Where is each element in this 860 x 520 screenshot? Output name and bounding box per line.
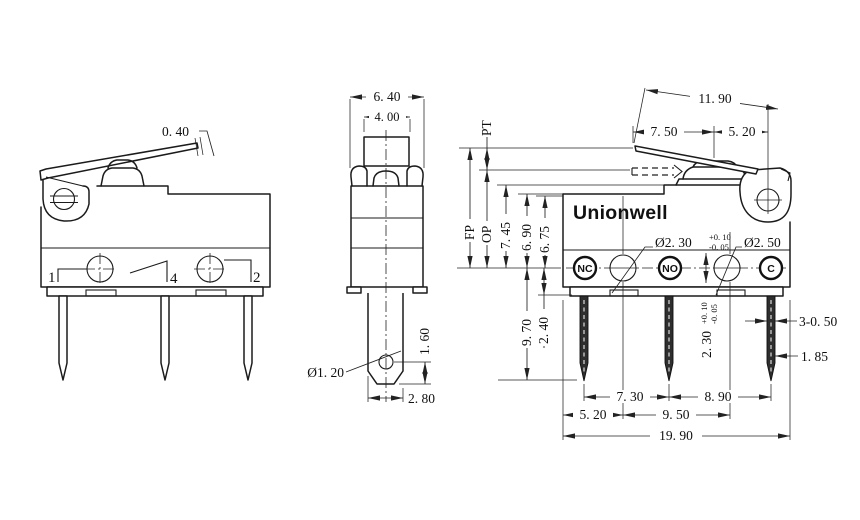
brand-logo: Unionwell: [573, 202, 668, 224]
dim-foot-width: 2. 80: [367, 376, 435, 406]
dim-hole-offset-label: 1. 60: [417, 328, 432, 355]
left-base-tab-2: [195, 289, 227, 297]
front-foot-right: [412, 286, 428, 294]
dim-hole-offset: 1. 60: [394, 320, 432, 385]
dim-h745-label: 7. 45: [498, 222, 513, 249]
dim-pin-tip: 1. 85: [775, 349, 828, 364]
left-hinge-boss: [42, 174, 90, 222]
callout-hole-large: Ø2. 50: [715, 235, 781, 296]
left-boss-top-edge: [45, 176, 84, 187]
dim-lever-width-label: 4. 00: [375, 110, 400, 124]
dim-op-label: OP: [479, 226, 494, 243]
dim-left-stack: FP PT OP 7. 45 6. 90 6. 75: [457, 116, 664, 381]
dim-slot-tol-minus: -0. 05: [709, 304, 719, 324]
left-plunger-base: [100, 167, 145, 187]
dim-width: 6. 40: [349, 89, 425, 168]
front-clip-right-wing: [406, 165, 424, 187]
dim-pin-tip-label: 1. 85: [801, 349, 828, 364]
left-side-view: 0. 40 1 4 2: [39, 124, 271, 381]
dim-overall-label: 19. 90: [659, 428, 693, 443]
left-lever: [39, 142, 199, 181]
dim-hole-dia: Ø1. 20: [307, 350, 402, 380]
left-pin-1: [58, 295, 68, 381]
terminal-c-label: C: [767, 263, 775, 275]
terminal-nc-circle: [572, 255, 598, 281]
right-side-view: Unionwell NC NO C: [457, 87, 837, 443]
dim-slot-label: 2. 30: [699, 331, 714, 358]
dim-foot-width-label: 2. 80: [408, 391, 435, 406]
pin-label-4: 4: [170, 271, 178, 287]
front-mount-pin: [367, 293, 404, 385]
dim-lever-thickness-label: 0. 40: [162, 124, 189, 139]
front-body: [350, 185, 424, 288]
dim-h675-label: 6. 75: [537, 226, 552, 253]
dim-pitch-2-3-label: 8. 90: [705, 389, 732, 404]
dim-lever-thickness: 0. 40: [162, 124, 215, 157]
left-hinge-screw: [52, 187, 76, 211]
dim-pin-thk-label: 3-0. 50: [799, 314, 837, 329]
terminal-nc-label: NC: [577, 263, 593, 275]
pin-label-2: 2: [253, 270, 261, 286]
dim-pin-length-label: 9. 70: [519, 319, 534, 346]
terminal2-trace: [224, 259, 252, 282]
dim-hole-large-label: Ø2. 50: [744, 235, 781, 250]
left-base-plate: [46, 286, 264, 297]
dim-hole-small-tol-plus: +0. 10: [709, 232, 731, 242]
dim-lever-length: 11. 90: [633, 87, 779, 214]
dim-tip-to-plunger: 7. 50: [632, 124, 715, 158]
dim-slot: 2. 30 +0. 10 -0. 05: [698, 253, 723, 361]
dim-slot-tol-plus: +0. 10: [699, 302, 709, 324]
right-base-tab-1: [609, 289, 639, 297]
dim-edge-to-hole-label: 5. 20: [580, 407, 607, 422]
left-body-outline: [40, 185, 271, 288]
callout-hole-small: Ø2. 30 +0. 10 -0. 05: [611, 232, 731, 294]
dim-hole-pitch-label: 9. 50: [663, 407, 690, 422]
dim-hole-dia-label: Ø1. 20: [307, 365, 344, 380]
dim-tip-to-plunger-label: 7. 50: [651, 124, 678, 139]
right-base-plate: [569, 286, 784, 297]
right-case-top: [562, 184, 747, 195]
dim-lever-length-label: 11. 90: [698, 91, 731, 106]
dim-pin-thickness: 3-0. 50: [745, 314, 837, 329]
dim-lever-width: 4. 00: [363, 109, 411, 132]
terminal-no-circle: [657, 255, 683, 281]
dim-width-label: 6. 40: [374, 89, 401, 104]
terminal1-trace: [57, 268, 87, 282]
dim-plunger-to-hinge-label: 5. 20: [729, 124, 756, 139]
right-boss-notch: [780, 168, 791, 182]
right-lever: [634, 145, 759, 175]
front-view: 6. 40 4. 00 Ø1. 20: [307, 89, 435, 406]
dim-pitch-1-2-label: 7. 30: [617, 389, 644, 404]
terminal-no-label: NO: [662, 263, 678, 275]
left-circuit-schematic: 1 4 2: [48, 253, 261, 287]
dim-pt-label: PT: [479, 119, 494, 136]
left-pin-3: [243, 295, 253, 381]
dim-base-height-label: 2. 40: [536, 317, 551, 344]
front-clip-left-wing: [350, 165, 368, 187]
dim-hole-small-label: Ø2. 30: [655, 235, 692, 250]
dim-h690-label: 6. 90: [519, 224, 534, 251]
right-pins: [579, 295, 776, 382]
right-lever-dashed-position: [631, 164, 683, 179]
pin-label-1: 1: [48, 270, 56, 286]
front-foot-left: [346, 286, 362, 294]
dim-bottom-rows: 7. 30 8. 90 5. 20 9. 50 19. 90: [562, 196, 791, 443]
common-contact-trace: [129, 260, 168, 282]
left-base-tab-1: [85, 289, 117, 297]
left-plunger-cap: [107, 159, 138, 169]
dim-fp-label: FP: [462, 225, 477, 240]
left-pin-2: [160, 295, 170, 381]
dim-plunger-to-hinge: 5. 20: [714, 124, 768, 139]
front-lever: [363, 136, 410, 167]
dim-hole-small-tol-minus: -0. 05: [709, 242, 729, 252]
terminal-c-circle: [758, 255, 784, 281]
